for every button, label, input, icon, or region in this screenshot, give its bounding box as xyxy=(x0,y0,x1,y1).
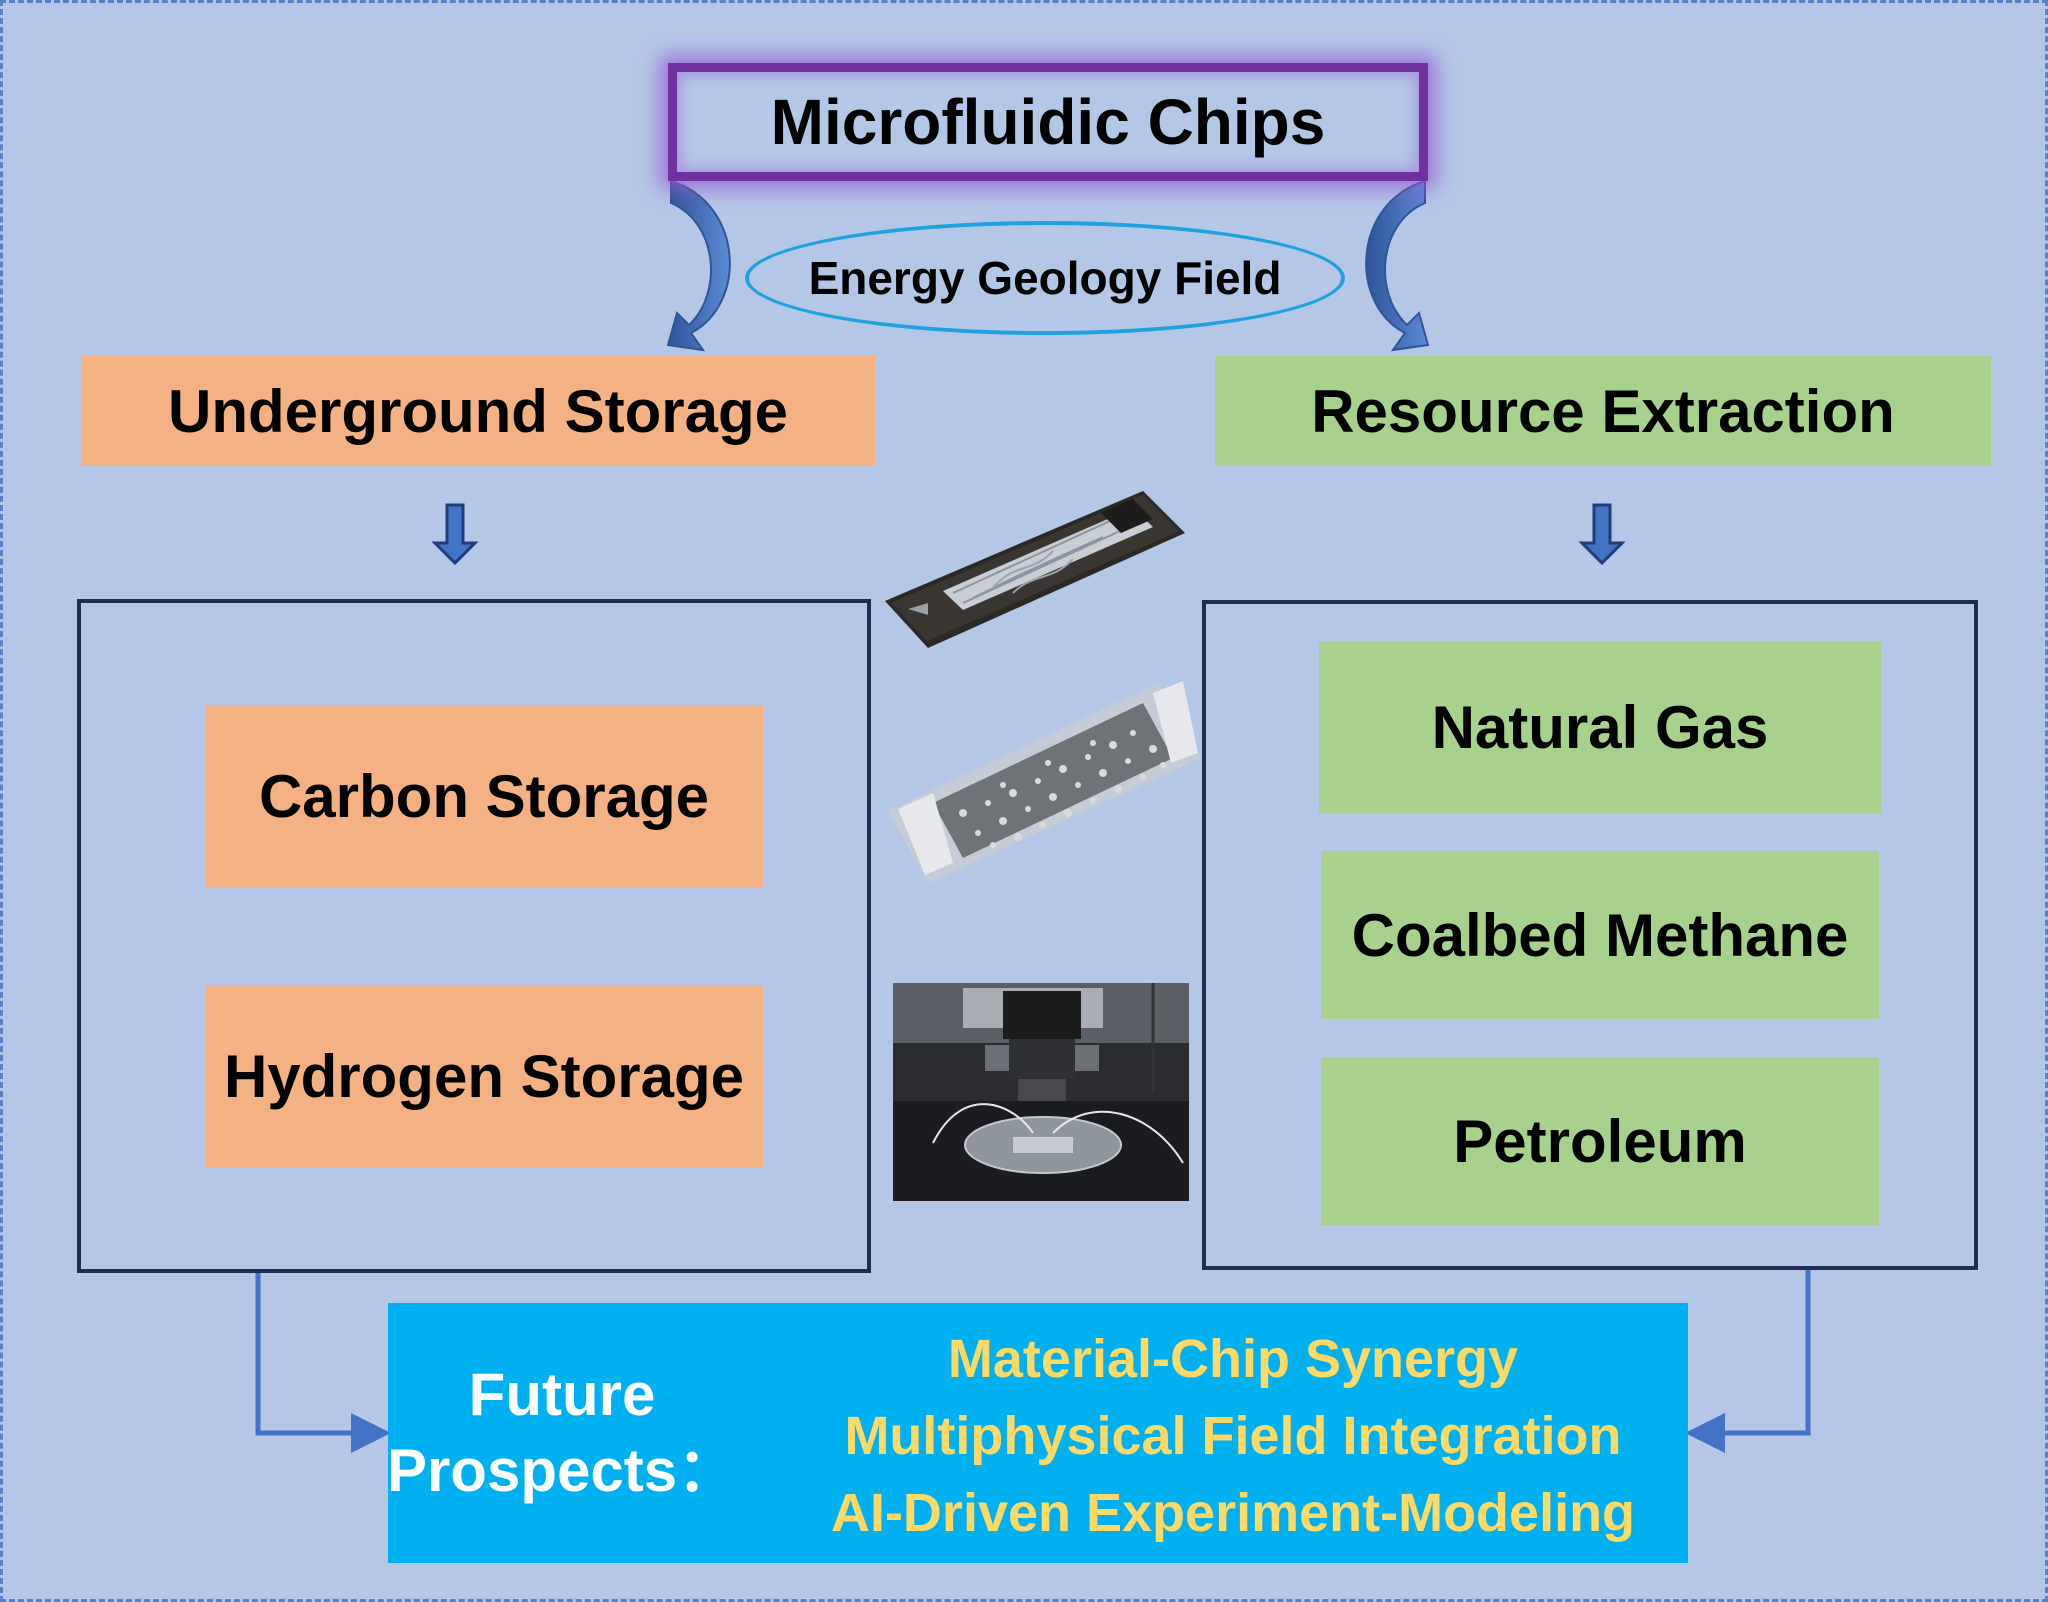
petroleum-label: Petroleum xyxy=(1453,1107,1747,1175)
connector-left-to-future xyxy=(255,1273,391,1453)
future-item-multiphysics: Multiphysical Field Integration xyxy=(844,1405,1622,1466)
future-label-line1: Future xyxy=(468,1361,656,1428)
microfluidic-chip-photo xyxy=(885,491,1185,648)
future-prospects-label: Future Prospects： xyxy=(386,1303,738,1563)
field-ellipse: Energy Geology Field xyxy=(745,221,1345,335)
resource-extraction-label: Resource Extraction xyxy=(1311,377,1895,445)
down-arrow-left-icon xyxy=(431,503,479,566)
storage-frame xyxy=(77,599,871,1273)
natural-gas-label: Natural Gas xyxy=(1431,693,1769,761)
future-label-line2: Prospects： xyxy=(386,1437,738,1504)
future-item-synergy: Material-Chip Synergy xyxy=(947,1328,1519,1389)
microscope-setup-photo xyxy=(893,983,1189,1201)
connector-layer xyxy=(255,179,1811,1453)
petroleum-box: Petroleum xyxy=(1321,1057,1879,1225)
future-prospects-box xyxy=(388,1303,1688,1563)
curved-arrow-left xyxy=(666,179,731,352)
curved-arrow-right xyxy=(1365,179,1430,352)
down-arrow-right-icon xyxy=(1578,503,1626,566)
title-box: Microfluidic Chips xyxy=(668,63,1428,181)
porous-chip-photo xyxy=(888,681,1201,883)
underground-storage-label: Underground Storage xyxy=(167,377,788,445)
title-text: Microfluidic Chips xyxy=(770,86,1326,158)
carbon-storage-box: Carbon Storage xyxy=(205,705,763,887)
extraction-frame xyxy=(1202,600,1978,1270)
future-prospects-list: Material-Chip Synergy Multiphysical Fiel… xyxy=(763,1311,1703,1561)
connector-right-to-future xyxy=(1685,1270,1811,1453)
hydrogen-storage-box: Hydrogen Storage xyxy=(205,985,763,1167)
natural-gas-box: Natural Gas xyxy=(1319,641,1881,813)
coalbed-methane-box: Coalbed Methane xyxy=(1321,851,1879,1019)
coalbed-methane-label: Coalbed Methane xyxy=(1351,901,1849,969)
future-item-ai: AI-Driven Experiment-Modeling xyxy=(830,1482,1636,1543)
field-label: Energy Geology Field xyxy=(808,252,1282,304)
hydrogen-storage-label: Hydrogen Storage xyxy=(223,1042,745,1110)
carbon-storage-label: Carbon Storage xyxy=(258,762,710,830)
resource-extraction-box: Resource Extraction xyxy=(1215,356,1991,466)
underground-storage-box: Underground Storage xyxy=(81,356,875,466)
